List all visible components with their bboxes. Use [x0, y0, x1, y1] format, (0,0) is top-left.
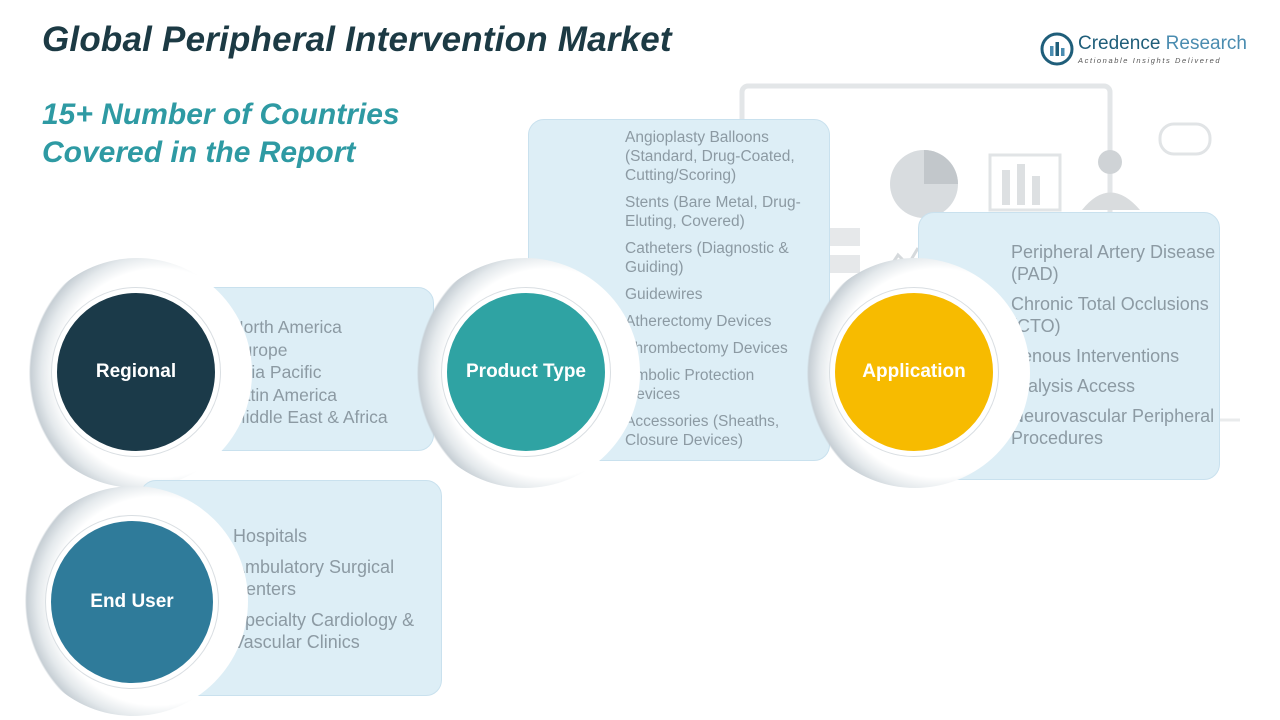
subtitle-line-1: 15+ Number of Countries [42, 98, 400, 131]
list-item: Chronic Total Occlusions (CTO) [1011, 294, 1209, 336]
product-type-card: Angioplasty Balloons (Standard, Drug-Coa… [528, 119, 830, 461]
list-item: Neurovascular Peripheral Procedures [1011, 406, 1215, 448]
credence-logo: Credence Research Actionable Insights De… [1040, 30, 1260, 70]
end-user-circle: End User [46, 516, 218, 688]
credence-logo-icon [1040, 32, 1074, 66]
list-item: Embolic Protection Devices [625, 367, 755, 403]
application-label: Application [862, 361, 966, 382]
list-item: Thrombectomy Devices [625, 340, 788, 357]
list-item: Accessories (Sheaths, Closure Devices) [625, 413, 780, 449]
list-item: Dialysis Access [1011, 376, 1136, 396]
regional-list: North America Europe Asia Pacific Latin … [231, 316, 388, 429]
list-item: North America [231, 317, 342, 337]
end-user-label: End User [90, 591, 174, 612]
list-item: Guidewires [625, 286, 703, 303]
list-item: Venous Interventions [1011, 346, 1180, 366]
end-user-list: Hospitals Ambulatory Surgical Centers Sp… [233, 525, 433, 653]
regional-label: Regional [95, 361, 177, 382]
list-item: Angioplasty Balloons (Standard, Drug-Coa… [625, 129, 795, 184]
list-item: Stents (Bare Metal, Drug-Eluting, Covere… [625, 194, 801, 230]
logo-name: Credence Research [1078, 33, 1247, 54]
list-item: Hospitals [233, 526, 308, 546]
list-item: Peripheral Artery Disease (PAD) [1011, 242, 1216, 284]
product-type-list: Angioplasty Balloons (Standard, Drug-Coa… [625, 128, 821, 450]
logo-tagline: Actionable Insights Delivered [1078, 56, 1222, 65]
list-item: Specialty Cardiology & Vascular Clinics [233, 610, 415, 652]
product-type-label: Product Type [466, 361, 586, 382]
list-item: Middle East & Africa [231, 407, 388, 427]
subtitle-line-2: Covered in the Report [42, 136, 356, 169]
page-title: Global Peripheral Intervention Market [42, 20, 672, 59]
list-item: Ambulatory Surgical Centers [233, 557, 395, 599]
application-list: Peripheral Artery Disease (PAD) Chronic … [1011, 241, 1217, 449]
product-type-circle: Product Type [442, 288, 610, 456]
list-item: Latin America [231, 384, 338, 405]
application-circle: Application [830, 288, 998, 456]
list-item: Atherectomy Devices [625, 313, 772, 330]
regional-circle: Regional [52, 288, 220, 456]
list-item: Catheters (Diagnostic & Guiding) [625, 240, 789, 276]
list-item: Asia Pacific [231, 362, 322, 382]
page-subtitle: 15+ Number of Countries Covered in the R… [42, 96, 400, 172]
list-item: Europe [231, 339, 288, 360]
